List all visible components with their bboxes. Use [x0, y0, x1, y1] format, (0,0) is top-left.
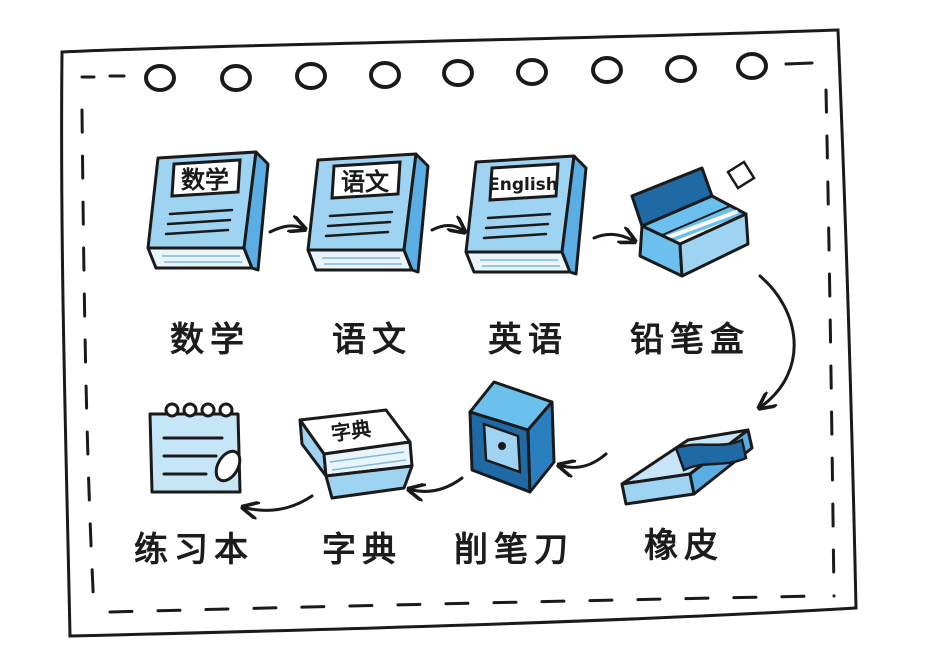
arrow-sharpener-to-dictionary	[412, 476, 464, 492]
english-book-icon: English	[464, 154, 588, 276]
arrow-english-to-pencil-case	[592, 234, 632, 240]
chinese-cover-text: 语文	[341, 168, 390, 196]
math-book-icon: 数学	[146, 150, 270, 272]
chinese-book-icon: 语文	[306, 152, 430, 274]
arrow-pencil-case-to-eraser	[760, 274, 796, 406]
label-math: 数学	[170, 320, 250, 360]
math-cover-text: 数学	[181, 166, 229, 194]
label-english: 英语	[488, 320, 568, 360]
notebook-icon	[148, 402, 242, 494]
pencil-case-icon	[630, 160, 756, 278]
english-cover-text: English	[488, 175, 558, 195]
dictionary-icon: 字典	[298, 408, 414, 500]
pencil-sharpener-icon	[468, 380, 556, 494]
arrow-dictionary-to-notebook	[246, 494, 314, 510]
label-notebook: 练习本	[134, 530, 254, 570]
dictionary-cover-text: 字典	[330, 416, 373, 445]
label-chinese: 语文	[332, 320, 412, 360]
arrow-math-to-chinese	[268, 226, 302, 234]
flow-arrows	[246, 226, 796, 511]
label-pencil-case: 铅笔盒	[630, 320, 750, 360]
label-sharpener: 削笔刀	[454, 530, 574, 570]
arrow-eraser-to-sharpener	[562, 452, 608, 468]
label-eraser: 橡皮	[644, 526, 724, 566]
arrow-chinese-to-english	[430, 226, 462, 231]
eraser-icon	[620, 428, 754, 506]
label-dictionary: 字典	[322, 530, 402, 570]
